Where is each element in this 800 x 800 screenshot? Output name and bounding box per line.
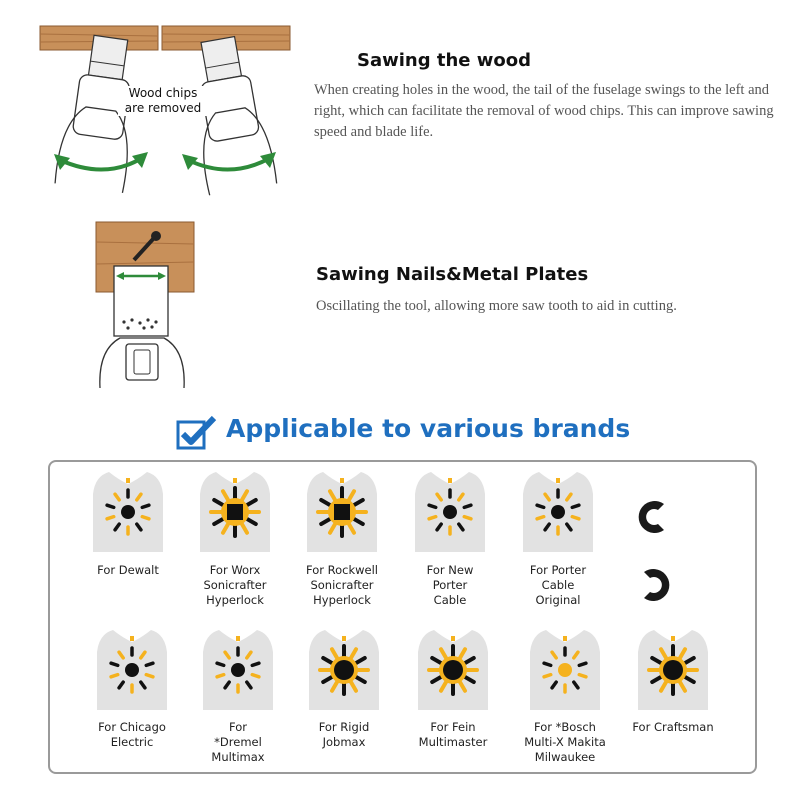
fein-blade-mount-icon [418, 630, 488, 710]
wood-chips-label: Wood chips are removed [118, 86, 208, 116]
brand-plate [630, 628, 716, 710]
brand-label: For Dewalt [97, 563, 159, 577]
brand-plate [89, 628, 175, 710]
rigid-blade-mount-icon [309, 630, 379, 710]
adapter-ring-icon [644, 569, 670, 601]
nail-icon [132, 236, 156, 262]
section-nails-title: Sawing Nails&Metal Plates [316, 264, 589, 285]
brand-plate [515, 470, 601, 552]
nail-sawing-illustration [95, 221, 195, 389]
bosch-blade-mount-icon [530, 630, 600, 710]
brand-plate [299, 470, 385, 552]
adapter-ring-icon [638, 501, 664, 533]
brands-banner-title: Applicable to various brands [226, 414, 631, 443]
brand-plate [195, 628, 281, 710]
newporter-blade-mount-icon [415, 472, 485, 552]
wood-sawing-illustration [39, 25, 291, 196]
tool-left [54, 34, 130, 193]
swing-arrow-left [59, 156, 144, 172]
brand-plate [85, 470, 171, 552]
chicago-blade-mount-icon [97, 630, 167, 710]
brands-card [48, 460, 757, 774]
brand-plate [301, 628, 387, 710]
section-wood-description: When creating holes in the wood, the tai… [314, 82, 774, 140]
section-nails-description: Oscillating the tool, allowing more saw … [316, 298, 677, 314]
swing-arrow-right [187, 156, 271, 172]
checkbox-checked-icon [176, 415, 217, 450]
brand-plate [407, 470, 493, 552]
dremel-blade-mount-icon [203, 630, 273, 710]
tool-right [200, 35, 278, 196]
brand-plate [522, 628, 608, 710]
brand-label: For Craftsman [632, 720, 714, 734]
section-wood-title: Sawing the wood [357, 50, 532, 71]
craftsman-blade-mount-icon [638, 630, 708, 710]
worx-blade-mount-icon [200, 472, 270, 552]
rockwell-blade-mount-icon [307, 472, 377, 552]
brand-plate [192, 470, 278, 552]
dewalt-blade-mount-icon [93, 472, 163, 552]
porter-blade-mount-icon [523, 472, 593, 552]
brand-plate [410, 628, 496, 710]
